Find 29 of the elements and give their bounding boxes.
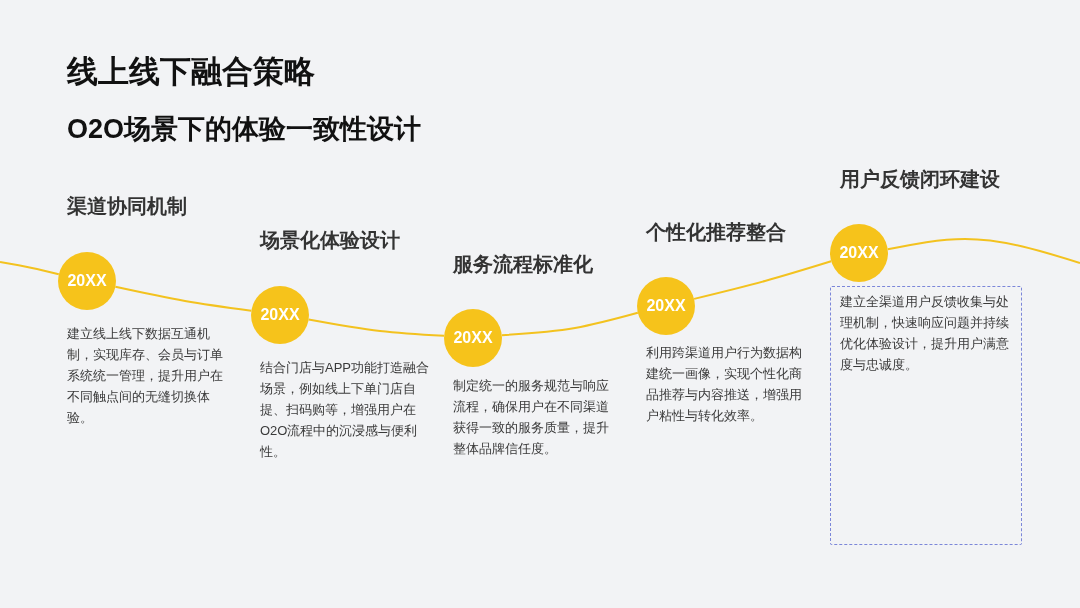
milestone-description: 建立全渠道用户反馈收集与处理机制，快速响应问题并持续优化体验设计，提升用户满意度与忠诚度。	[840, 293, 1010, 374]
milestone-heading: 场景化体验设计	[260, 228, 400, 252]
text-frame	[830, 286, 1022, 545]
timeline-circle	[444, 309, 502, 367]
milestone-description: 建立线上线下数据互通机制，实现库存、会员与订单系统统一管理，提升用户在不同触点间的无缝切换体验。	[67, 325, 224, 427]
timeline-circle	[830, 224, 888, 282]
timeline-curve	[0, 261, 60, 276]
timeline-curve	[886, 238, 1080, 264]
year-label: 20XX	[839, 244, 879, 262]
timeline-curve	[307, 318, 446, 337]
timeline-curve	[500, 311, 639, 337]
timeline-circle	[637, 277, 695, 335]
slide-title: 线上线下融合策略	[67, 54, 315, 90]
year-label: 20XX	[67, 272, 107, 290]
timeline-curve	[114, 285, 253, 312]
year-label: 20XX	[453, 329, 493, 347]
timeline-curve	[693, 260, 833, 300]
timeline-circle	[58, 252, 116, 310]
milestone-heading: 个性化推荐整合	[646, 220, 786, 244]
milestone-heading: 渠道协同机制	[67, 194, 187, 218]
timeline-circle	[251, 286, 309, 344]
milestone-heading: 用户反馈闭环建设	[840, 167, 1000, 191]
milestone-description: 制定统一的服务规范与响应流程，确保用户在不同渠道获得一致的服务质量，提升整体品牌信任度。	[453, 377, 610, 458]
milestone-description: 结合门店与APP功能打造融合场景，例如线上下单门店自提、扫码购等，增强用户在O2O流程中的沉浸感与便利性。	[260, 359, 430, 461]
milestone-heading: 服务流程标准化	[453, 252, 593, 276]
slide-subtitle: O2O场景下的体验一致性设计	[67, 113, 422, 145]
year-label: 20XX	[260, 306, 300, 324]
year-label: 20XX	[646, 297, 686, 315]
milestone-description: 利用跨渠道用户行为数据构建统一画像，实现个性化商品推荐与内容推送，增强用户粘性与转化效率。	[646, 344, 803, 425]
